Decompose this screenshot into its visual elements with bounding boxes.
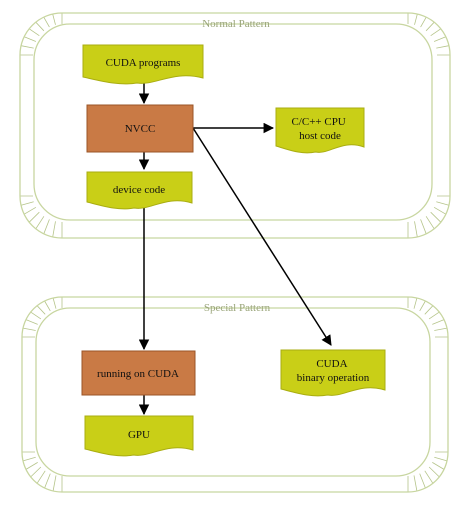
arrows — [138, 80, 332, 416]
host-code-label: C/C++ CPU host code — [291, 116, 348, 142]
nvcc-box — [86, 104, 194, 153]
node-running-on-cuda: running on CUDA — [81, 350, 196, 396]
cuda-binary-label: CUDA binary operation — [297, 358, 370, 384]
node-cuda-binary: CUDA binary operation — [280, 349, 386, 397]
node-device-code: device code — [86, 171, 193, 210]
nvcc-label: NVCC — [125, 123, 156, 135]
node-gpu: GPU — [84, 415, 194, 457]
special-panel-hatch — [22, 297, 448, 492]
cuda-programs-label: CUDA programs — [106, 57, 181, 69]
gpu-shape — [84, 415, 194, 457]
node-nvcc: NVCC — [86, 104, 194, 153]
gpu-label: GPU — [128, 429, 150, 441]
cuda-programs-shape — [82, 44, 204, 85]
normal-panel-hatch — [20, 13, 450, 238]
normal-panel-title: Normal Pattern — [202, 18, 270, 30]
host-code-shape — [275, 107, 365, 154]
device-code-label: device code — [113, 184, 165, 196]
cuda-binary-shape — [280, 349, 386, 397]
arrow-nvcc-to-cuda-binary — [192, 127, 332, 346]
special-panel-title: Special Pattern — [204, 302, 271, 314]
running-on-cuda-box — [81, 350, 196, 396]
device-code-shape — [86, 171, 193, 210]
normal-panel-outer-border — [19, 12, 451, 239]
node-cuda-programs: CUDA programs — [82, 44, 204, 85]
node-host-code: C/C++ CPU host code — [275, 107, 365, 154]
special-panel-outer-border — [21, 296, 449, 493]
running-on-cuda-label: running on CUDA — [97, 368, 179, 380]
